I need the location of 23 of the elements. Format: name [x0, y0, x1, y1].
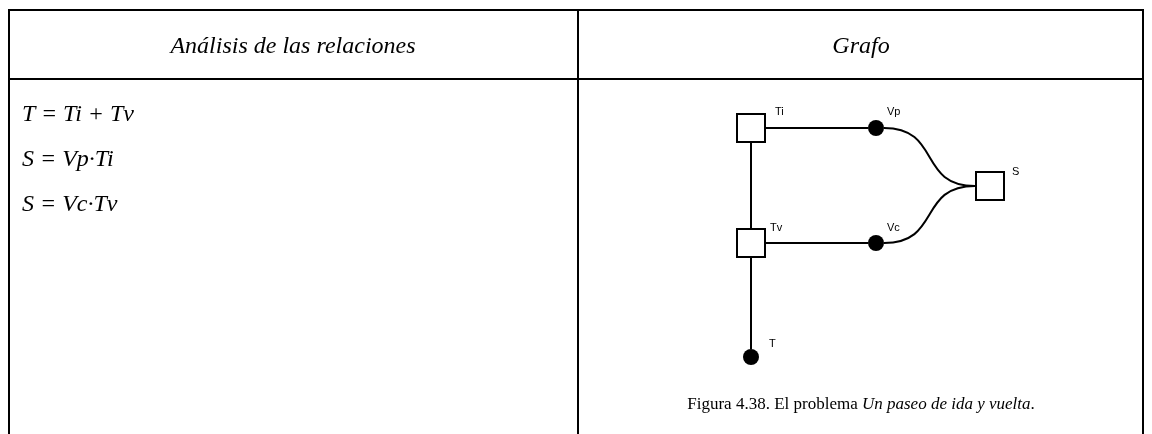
connector-line — [750, 142, 752, 229]
equation: S = Vp·Ti — [22, 145, 114, 172]
column-header: Grafo — [832, 32, 890, 59]
square-node — [736, 113, 766, 143]
node-label: Vc — [887, 221, 900, 233]
filled-dot — [743, 349, 759, 365]
filled-dot — [868, 120, 884, 136]
node-label: T — [769, 337, 776, 349]
square-node — [736, 228, 766, 258]
connector-line — [765, 242, 869, 244]
connector-line — [750, 257, 752, 350]
square-node — [975, 171, 1005, 201]
column-header: Análisis de las relaciones — [170, 32, 416, 59]
filled-dot — [868, 235, 884, 251]
node-label: Vp — [887, 105, 901, 117]
equation: T = Ti + Tv — [22, 100, 134, 127]
node-label: Tv — [770, 221, 783, 233]
connector-line — [883, 185, 976, 244]
connector-line — [765, 127, 869, 129]
figure-caption: Figura 4.38. El problema Un paseo de ida y vuelta. — [687, 394, 1035, 414]
equation: S = Vc·Tv — [22, 190, 118, 217]
node-label: Ti — [775, 105, 784, 117]
node-label: S — [1012, 165, 1020, 177]
